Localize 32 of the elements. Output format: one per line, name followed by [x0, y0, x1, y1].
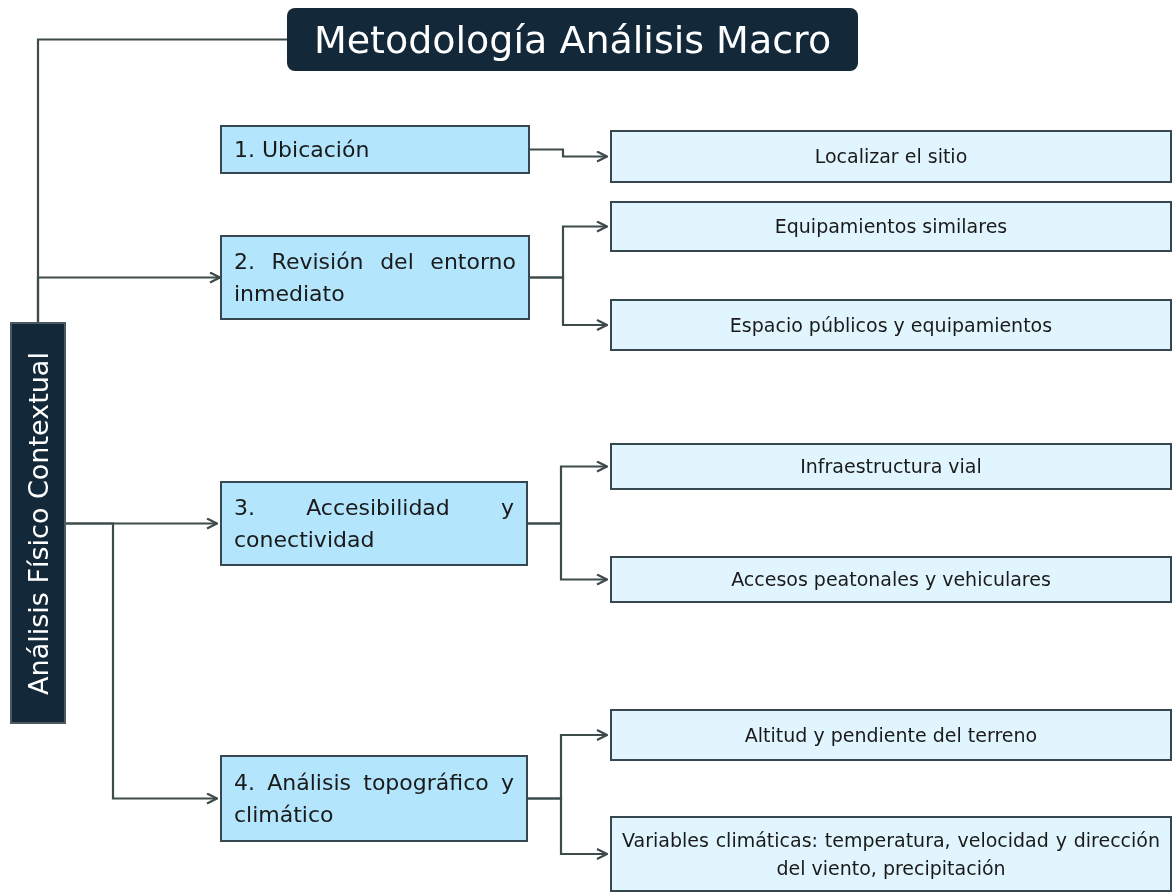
step-box [220, 481, 528, 566]
detail-label: Equipamientos similares [773, 214, 1009, 240]
detail-box [610, 709, 1172, 761]
arrow [66, 522, 219, 805]
arrow [530, 276, 609, 332]
title-label: Metodología Análisis Macro [313, 17, 832, 62]
detail-label: Variables climáticas: temperatura, velocidad y dirección del viento, precipitación [622, 827, 1160, 881]
detail-box [610, 443, 1172, 490]
detail-label: Infraestructura vial [799, 454, 983, 480]
step-label: 4. Análisis topográfico y climático [234, 768, 514, 829]
detail-label: Accesos peatonales y vehiculares [730, 567, 1052, 593]
detail-label: Espacio públicos y equipamientos [728, 312, 1054, 338]
detail-label: Localizar el sitio [813, 144, 969, 170]
step-label: 2. Revisión del entorno inmediato [234, 247, 516, 308]
detail-box [610, 816, 1172, 892]
title-box [287, 8, 858, 71]
category-box [10, 322, 66, 724]
step-label: 3. Accesibilidad y conectividad [234, 493, 514, 554]
detail-box [610, 201, 1172, 252]
detail-box [610, 556, 1172, 603]
step-box [220, 125, 530, 174]
arrow [528, 522, 609, 586]
step-box [220, 235, 530, 320]
detail-label: Altitud y pendiente del terreno [743, 722, 1039, 748]
detail-box [610, 130, 1172, 183]
arrow [528, 797, 609, 861]
step-box [220, 755, 528, 842]
detail-box [610, 299, 1172, 351]
category-label: Análisis Físico Contextual [22, 351, 54, 695]
arrow [530, 148, 609, 163]
arrow [36, 271, 222, 322]
step-label: 1. Ubicación [234, 135, 371, 164]
